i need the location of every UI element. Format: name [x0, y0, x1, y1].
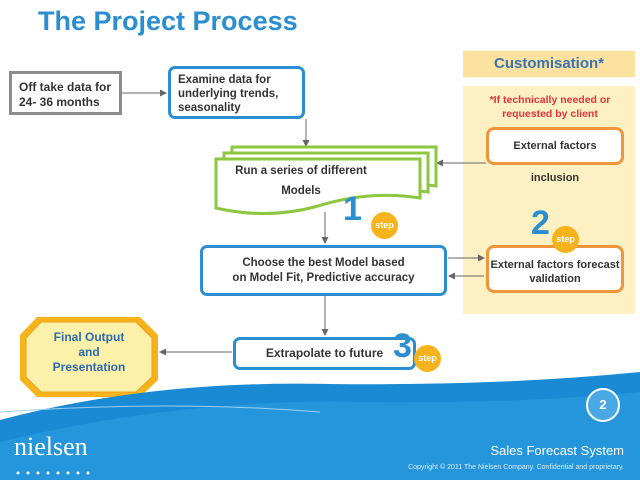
step-2-badge: step: [552, 226, 579, 253]
offtake-data-box: Off take data for 24- 36 months: [9, 71, 122, 115]
extrapolate-box: Extrapolate to future: [233, 337, 416, 370]
final-output-line2: and: [78, 345, 100, 359]
validation-line1: External factors forecast: [490, 259, 620, 271]
validation-line2: validation: [529, 273, 581, 285]
final-output-text: Final Output and Presentation: [26, 330, 152, 375]
choose-line2: on Model Fit, Predictive accuracy: [232, 272, 415, 284]
step-3-badge: step: [414, 345, 441, 372]
models-box-text: Run a series of different Models: [216, 161, 386, 201]
customisation-note-line1: *If technically needed or: [489, 94, 611, 106]
examine-data-box: Examine data for underlying trends, seas…: [168, 66, 305, 119]
models-stack: [214, 145, 438, 216]
customisation-note: *If technically needed or requested by c…: [470, 93, 630, 121]
nielsen-logo: nielsen: [14, 432, 88, 461]
system-name: Sales Forecast System: [490, 443, 624, 458]
step-2-number: 2: [531, 204, 550, 242]
step-1-badge: step: [371, 212, 398, 239]
choose-model-box: Choose the best Model based on Model Fit…: [200, 245, 447, 296]
models-line2: Models: [281, 185, 321, 197]
final-output-line3: Presentation: [52, 360, 126, 374]
choose-line1: Choose the best Model based: [242, 257, 405, 269]
external-factors-validation-box: External factors forecast validation: [486, 245, 624, 293]
nielsen-logo-dots: [16, 462, 90, 480]
footer-wave-mid: [0, 392, 640, 480]
copyright: Copyright © 2011 The Nielsen Company. Co…: [408, 464, 624, 471]
step-1-number: 1: [343, 190, 362, 228]
step-3-number: 3: [393, 327, 412, 365]
footer-wave-line: [0, 405, 321, 413]
page-title: The Project Process: [38, 6, 298, 36]
models-line1: Run a series of different: [235, 165, 367, 177]
customisation-note-line2: requested by client: [502, 108, 598, 120]
customisation-header: Customisation*: [463, 51, 635, 77]
final-output-shape-inner: [25, 321, 153, 393]
final-output-line1: Final Output: [53, 330, 125, 344]
page-number-badge: 2: [586, 388, 620, 422]
external-factors-inclusion-box: External factors inclusion: [486, 127, 624, 184]
